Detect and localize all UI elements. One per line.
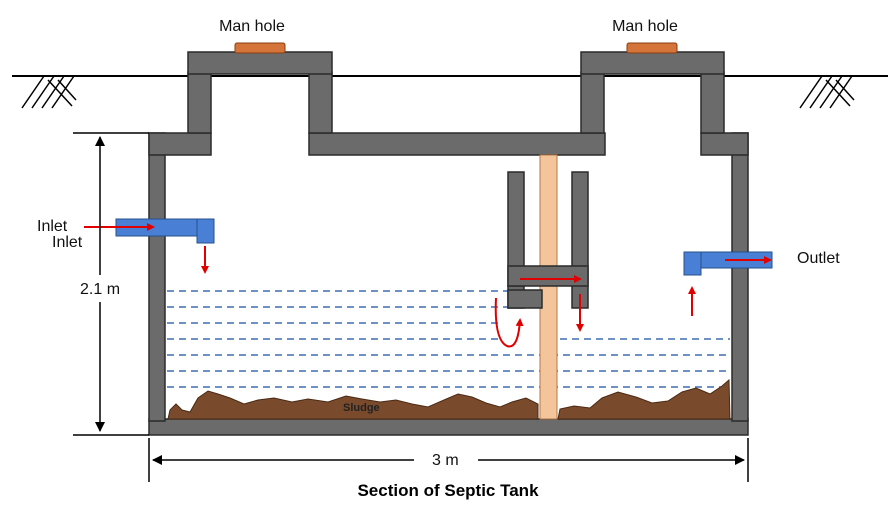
tank-top-slab-right: [700, 132, 749, 156]
baffle-curl-arrow: [494, 297, 524, 348]
tank-top-slab-middle: [308, 132, 606, 156]
manhole-right-wall-2: [700, 71, 725, 134]
diagram-title: Section of Septic Tank: [357, 481, 539, 500]
manhole-left-slab: [187, 51, 333, 75]
manhole-left-wall-2: [308, 71, 333, 134]
manhole-cover-right: [626, 42, 678, 54]
baffle-crossbar: [507, 265, 589, 287]
ground-hatch-left: [21, 75, 77, 109]
ground-hatch-right: [799, 75, 855, 109]
manhole-left-label: Man hole: [219, 18, 285, 35]
manhole-left-wall-1: [187, 71, 212, 134]
manhole-right-wall-1: [580, 71, 605, 134]
tank-top-slab-left: [148, 132, 212, 156]
outlet-pipe: [683, 251, 773, 276]
outlet-label: Outlet: [797, 250, 840, 267]
sludge-layer-right: [557, 378, 731, 420]
water-level-lines: [167, 290, 730, 388]
baffle-bottom-left: [507, 289, 543, 309]
inlet-label-1: Inlet: [37, 218, 68, 235]
width-label: 3 m: [432, 452, 459, 469]
tank-base-slab: [148, 418, 749, 436]
inlet-label-2: Inlet: [52, 234, 83, 251]
height-label: 2.1 m: [80, 281, 120, 298]
tank-right-wall: [731, 132, 749, 422]
manhole-cover-left: [234, 42, 286, 54]
flow-arrows: [84, 223, 772, 348]
manhole-right-slab: [580, 51, 725, 75]
manhole-right-label: Man hole: [612, 18, 678, 35]
tank-structure: [148, 51, 749, 436]
baffle-assembly: [507, 154, 589, 420]
tank-left-wall: [148, 132, 166, 422]
height-dimension: [73, 132, 149, 436]
sludge-layer: [167, 390, 539, 420]
sludge-label: Sludge: [343, 402, 380, 414]
baffle-right-arm: [571, 171, 589, 309]
baffle-rod: [539, 154, 558, 420]
width-dimension: [148, 438, 749, 482]
